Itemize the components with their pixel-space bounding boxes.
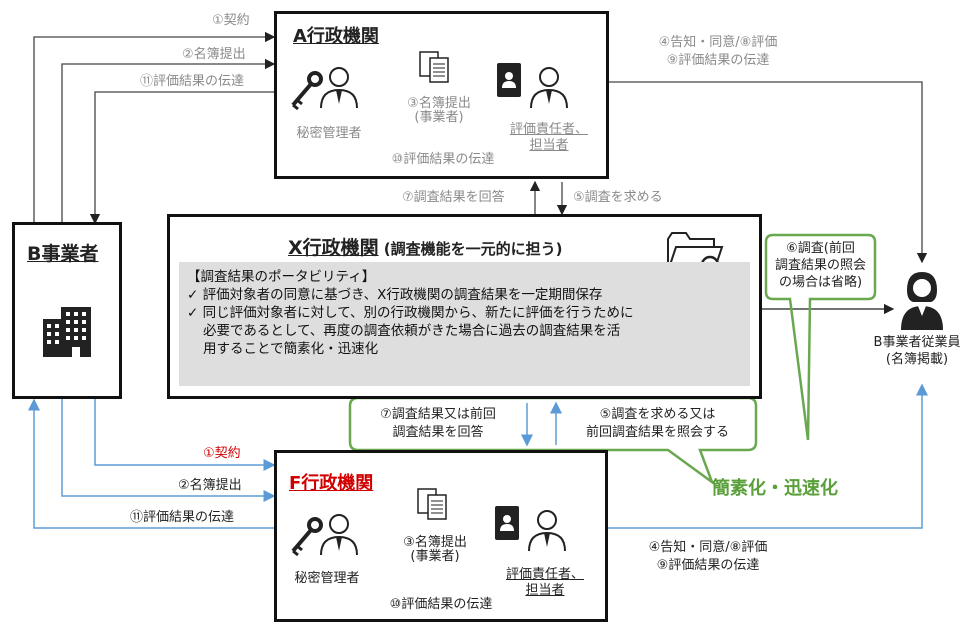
- portability-bullet-2c: 用することで簡素化・迅速化: [203, 341, 379, 357]
- label-result-top: ⑪評価結果の伝達: [140, 74, 245, 89]
- label-list-bottom: ②名簿提出: [178, 478, 242, 493]
- f-list-submit-1: ③名簿提出: [403, 535, 467, 550]
- label-answer-bottom-2: 調査結果を回答: [392, 425, 484, 440]
- label-notice-bottom-1: ④告知・同意/⑧評価: [648, 540, 768, 555]
- flow-a-employee: [588, 81, 928, 264]
- flow-list-bottom: [61, 398, 276, 502]
- a-result-transmit: ⑩評価結果の伝達: [391, 152, 495, 167]
- label-contract-top: ①契約: [212, 13, 250, 28]
- label-request-bottom-1: ⑤調査を求める又は: [599, 407, 716, 422]
- key-icon: [291, 517, 323, 557]
- key-icon: [291, 71, 323, 111]
- person-icon: [320, 67, 358, 108]
- document-icon: [417, 488, 447, 520]
- label-notice-top-2: ⑨評価結果の伝達: [666, 53, 770, 68]
- label-answer-bottom-1: ⑦調査結果又は前回: [380, 407, 496, 422]
- label-request-bottom-2: 前回調査結果を照会する: [585, 425, 729, 440]
- a-evaluator-1: 評価責任者、: [509, 122, 588, 137]
- person-icon: [320, 514, 358, 555]
- contact-book-icon: [497, 63, 521, 97]
- label-answer-top: ⑦調査結果を回答: [402, 190, 505, 205]
- label-contract-bottom: ①契約: [203, 446, 241, 461]
- a-secret-manager: 秘密管理者: [296, 126, 362, 141]
- person-icon: [528, 510, 566, 551]
- label-notice-top-1: ④告知・同意/⑧評価: [658, 35, 778, 50]
- portability-panel: 【調査結果のポータビリティ】 ✓ 評価対象者の同意に基づき、X行政機関の調査結果…: [179, 262, 750, 386]
- green-callout-right: [764, 233, 877, 441]
- a-agency-title: A行政機関: [293, 26, 379, 47]
- x-agency-subtitle: (調査機能を一元的に担う): [383, 240, 563, 258]
- portability-bullet-2b: 必要であるとして、再度の調査依頼がきた場合に過去の調査結果を活: [203, 323, 621, 339]
- a-list-submit-1: ③名簿提出: [407, 96, 471, 111]
- document-icon: [419, 51, 449, 83]
- survey-callout-1: ⑥調査(前回: [786, 241, 855, 256]
- portability-bullet-2a: ✓ 同じ評価対象者に対して、別の行政機関から、新たに評価を行うために: [187, 305, 634, 321]
- flow-list-top: [61, 58, 276, 223]
- green-callout-bottom: [348, 396, 758, 486]
- f-secret-manager: 秘密管理者: [294, 571, 360, 586]
- employee-label-2: (名簿掲載): [885, 352, 949, 367]
- label-notice-bottom-2: ⑨評価結果の伝達: [656, 558, 760, 573]
- building-icon: [43, 307, 91, 357]
- label-request-top: ⑤調査を求める: [573, 190, 663, 205]
- flow-contract-bottom: [94, 398, 276, 471]
- portability-bullet-1: ✓ 評価対象者の同意に基づき、X行政機関の調査結果を一定期間保存: [187, 287, 603, 303]
- survey-callout-3: の場合は省略): [778, 275, 863, 290]
- f-evaluator-1: 評価責任者、: [505, 567, 584, 582]
- flow-result-bottom: [28, 398, 274, 529]
- contact-book-icon: [495, 506, 519, 540]
- simplify-label: 簡素化・迅速化: [712, 478, 838, 499]
- folder-search-icon: [667, 232, 726, 282]
- flow-f-employee: [606, 383, 928, 529]
- label-result-bottom: ⑪評価結果の伝達: [130, 510, 235, 525]
- b-business-title: B事業者: [27, 243, 99, 265]
- employee-label-1: B事業者従業員: [873, 335, 961, 350]
- b-business-box: B事業者: [12, 222, 122, 399]
- survey-callout-2: 調査結果の照会: [774, 258, 866, 273]
- a-agency-box: A行政機関 秘密管理者 ③名簿提出 (事業者) 評価責任者、 担当者 ⑩評価結果…: [274, 11, 609, 179]
- flow-contract-top: [33, 31, 276, 223]
- x-agency-heading: X行政機関 (調査機能を一元的に担う): [288, 233, 562, 260]
- f-result-transmit: ⑩評価結果の伝達: [389, 597, 493, 612]
- f-evaluator-2: 担当者: [525, 583, 565, 598]
- employee-icon: [901, 272, 943, 330]
- person-icon: [530, 67, 568, 108]
- f-agency-title: F行政機関: [289, 473, 374, 494]
- survey-callout: ⑥調査(前回 調査結果の照会 の場合は省略): [768, 240, 873, 291]
- f-agency-box: F行政機関 秘密管理者 ③名簿提出 (事業者) 評価責任者、 担当者 ⑩評価結果…: [274, 450, 608, 622]
- x-agency-title: X行政機関: [288, 237, 379, 259]
- a-list-submit-2: (事業者): [414, 110, 464, 125]
- label-list-top: ②名簿提出: [182, 47, 246, 62]
- portability-heading: 【調査結果のポータビリティ】: [187, 269, 376, 285]
- flow-result-top: [89, 91, 274, 225]
- f-list-submit-2: (事業者): [410, 549, 460, 564]
- a-evaluator-2: 担当者: [529, 138, 569, 153]
